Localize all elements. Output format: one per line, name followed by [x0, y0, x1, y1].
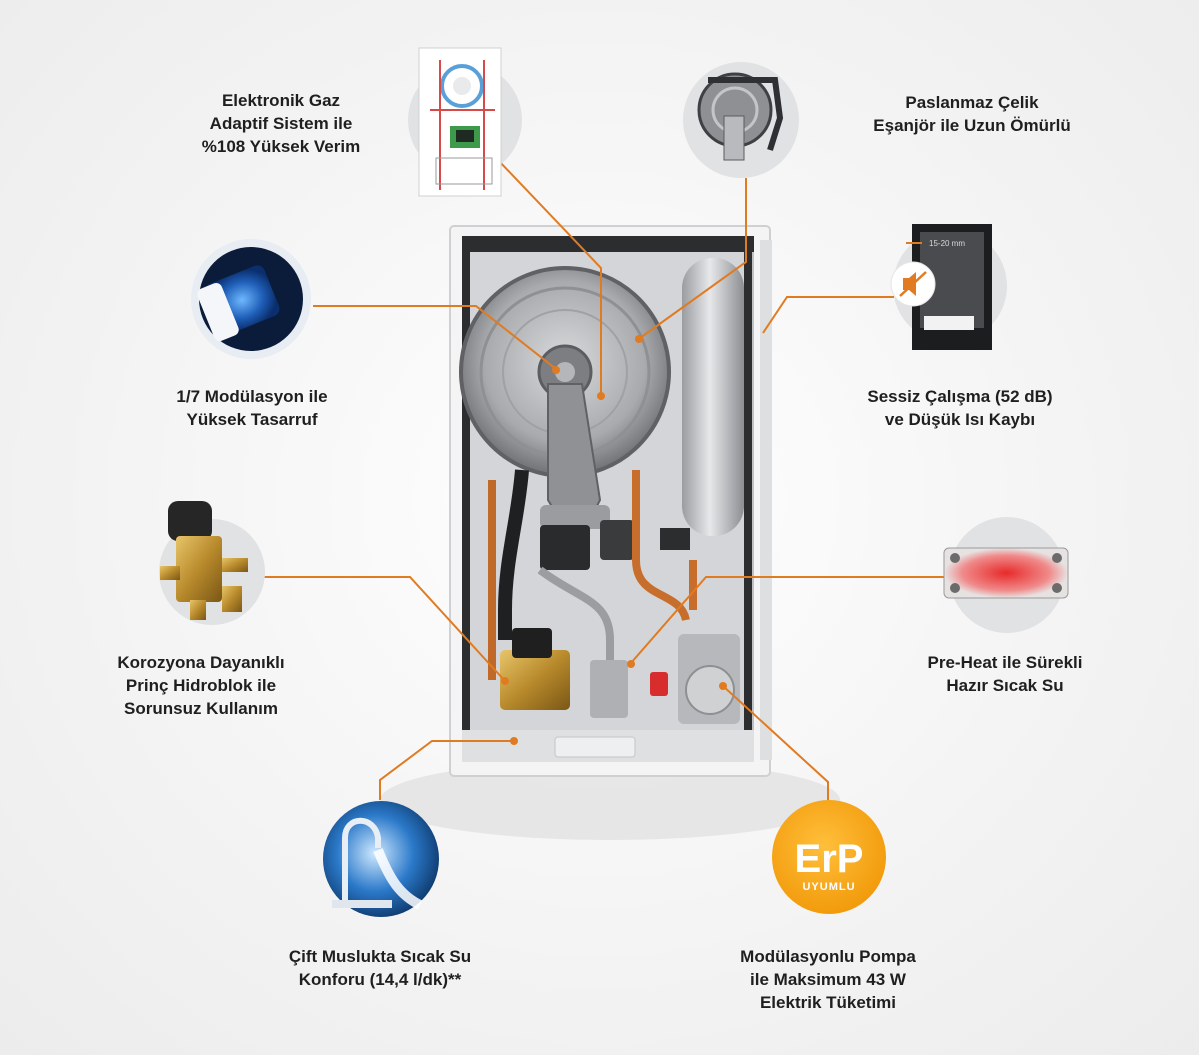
label-line: Çift Muslukta Sıcak Su: [288, 947, 472, 966]
label-line: Hazır Sıcak Su: [946, 676, 1064, 695]
label-line: Elektrik Tüketimi: [759, 993, 897, 1012]
connector-hydroblock: [262, 576, 506, 682]
connector-double-tap: [379, 740, 514, 800]
label-line: Modülasyonlu Pompa: [740, 947, 916, 966]
boiler-unit: [449, 225, 772, 777]
label-line: Prinç Hidroblok ile: [125, 676, 277, 695]
label-line: Elektronik Gaz: [221, 91, 341, 110]
water-faucet-icon: [323, 801, 439, 917]
label-line: Adaptif Sistem ile: [209, 114, 353, 133]
connector-gas-adaptive: [497, 159, 602, 395]
label-line: Yüksek Tasarruf: [186, 410, 318, 429]
connector-preheat: [630, 576, 944, 664]
label-stainless-exchanger: Paslanmaz Çelik Eşanjör ile Uzun Ömürlü: [838, 91, 1106, 137]
muted-speaker-icon: 15-20 mm: [890, 224, 1007, 350]
blue-burner-icon: [191, 239, 311, 359]
label-line: Pre-Heat ile Sürekli: [927, 653, 1083, 672]
label-line: Korozyona Dayanıklı: [117, 653, 285, 672]
label-double-tap: Çift Muslukta Sıcak Su Konforu (14,4 l/d…: [240, 945, 520, 991]
label-modulation: 1/7 Modülasyon ile Yüksek Tasarruf: [132, 385, 372, 431]
label-pump: Modülasyonlu Pompa ile Maksimum 43 W Ele…: [693, 945, 963, 1014]
connector-modulation: [313, 305, 557, 370]
plate-heat-exchanger-icon: [943, 517, 1069, 633]
label-line: ile Maksimum 43 W: [750, 970, 906, 989]
label-silent: Sessiz Çalışma (52 dB) ve Düşük Isı Kayb…: [835, 385, 1085, 431]
connector-silent: [762, 296, 894, 334]
stainless-heat-exchanger-icon: [683, 62, 799, 178]
gas-adaptive-control-icon: [408, 47, 522, 197]
label-line: 1/7 Modülasyon ile: [176, 387, 328, 406]
erp-badge: ErP UYUMLU: [772, 800, 886, 914]
connector-pump: [722, 685, 829, 800]
label-line: Konforu (14,4 l/dk)**: [298, 970, 462, 989]
label-line: Sessiz Çalışma (52 dB): [867, 387, 1053, 406]
brass-hydroblock-icon: [159, 501, 265, 625]
dimension-text: 15-20 mm: [929, 239, 965, 248]
label-preheat: Pre-Heat ile Sürekli Hazır Sıcak Su: [880, 651, 1130, 697]
label-line: %108 Yüksek Verim: [201, 137, 361, 156]
label-line: ve Düşük Isı Kaybı: [884, 410, 1036, 429]
erp-badge-main-text: ErP: [795, 837, 864, 881]
connector-stainless-exchanger: [639, 178, 747, 339]
connector-lines: [262, 159, 944, 800]
label-line: Paslanmaz Çelik: [905, 93, 1039, 112]
erp-badge-sub-text: UYUMLU: [802, 881, 855, 893]
label-hydroblock: Korozyona Dayanıklı Prinç Hidroblok ile …: [86, 651, 316, 720]
label-gas-adaptive: Elektronik Gaz Adaptif Sistem ile %108 Y…: [166, 89, 396, 158]
label-line: Eşanjör ile Uzun Ömürlü: [873, 116, 1071, 135]
label-line: Sorunsuz Kullanım: [124, 699, 278, 718]
